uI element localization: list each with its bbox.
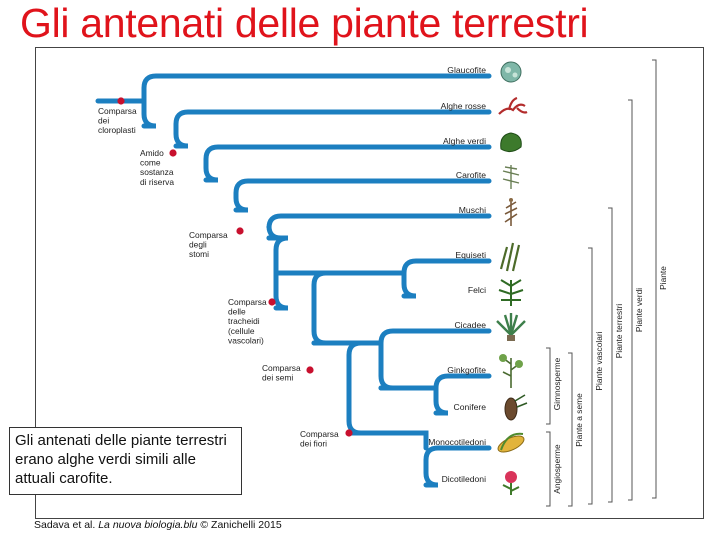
group-bracket xyxy=(588,248,592,504)
group-bracket xyxy=(568,353,572,506)
tip-label: Conifere xyxy=(454,402,487,412)
group-label: Piante verdi xyxy=(634,288,644,332)
tip-label: Carofite xyxy=(456,170,486,180)
branch-node-4 xyxy=(236,181,489,210)
branch-node-5 xyxy=(269,216,489,238)
horsetail-icon xyxy=(501,243,519,271)
branch-node-seeds xyxy=(314,343,361,433)
glaucophyte-icon xyxy=(501,62,521,82)
event-marker xyxy=(345,429,352,436)
red-alga-icon xyxy=(499,98,527,114)
caption-box: Gli antenati delle piante terrestri eran… xyxy=(9,427,242,495)
group-bracket xyxy=(652,60,656,498)
event-marker xyxy=(236,227,243,234)
event-marker xyxy=(306,366,313,373)
tip-label: Monocotiledoni xyxy=(428,437,486,447)
group-label: Piante xyxy=(658,266,668,290)
green-alga-icon xyxy=(501,133,522,152)
tip-label: Glaucofite xyxy=(447,65,486,75)
monocot-icon xyxy=(496,433,526,456)
group-bracket xyxy=(546,348,550,424)
event-marker xyxy=(268,298,275,305)
group-label: Gimnosperme xyxy=(552,357,562,410)
credit-authors: Sadava et al. xyxy=(34,519,98,531)
group-bracket xyxy=(546,432,550,506)
tip-label: Alghe rosse xyxy=(441,101,487,111)
page-title: Gli antenati delle piante terrestri xyxy=(20,0,588,47)
charophyte-icon xyxy=(503,165,519,189)
credit-book: La nuova biologia.blu xyxy=(98,519,197,531)
group-label: Piante terrestri xyxy=(614,304,624,359)
event-marker xyxy=(169,149,176,156)
source-credit: Sadava et al. La nuova biologia.blu © Za… xyxy=(34,519,282,531)
dicot-icon xyxy=(503,471,519,495)
branch-node-3 xyxy=(206,147,489,180)
event-marker xyxy=(117,97,124,104)
credit-publisher: © Zanichelli 2015 xyxy=(197,519,281,531)
tree-branches xyxy=(98,76,489,485)
branch-node-gymno xyxy=(381,331,489,388)
group-bracket xyxy=(608,208,612,502)
tip-label: Dicotiledoni xyxy=(442,474,487,484)
branch-to-angio xyxy=(349,433,426,448)
group-label: Piante vascolari xyxy=(594,331,604,390)
tip-label: Cicadee xyxy=(454,320,486,330)
tip-label: Felci xyxy=(468,285,486,295)
group-label: Angiosperme xyxy=(552,444,562,494)
group-bracket xyxy=(628,100,632,500)
tip-label: Muschi xyxy=(459,205,486,215)
fern-icon xyxy=(499,280,523,306)
tip-label: Equiseti xyxy=(455,250,486,260)
taxon-icons xyxy=(496,62,527,495)
conifer-icon xyxy=(505,395,527,420)
tip-label: Alghe verdi xyxy=(443,136,486,146)
branch-node-1 xyxy=(144,76,489,126)
tip-label: Ginkgofite xyxy=(447,365,486,375)
ginkgo-icon xyxy=(499,354,523,388)
cycad-icon xyxy=(497,313,525,341)
group-label: Piante a seme xyxy=(574,393,584,447)
moss-icon xyxy=(505,198,517,226)
